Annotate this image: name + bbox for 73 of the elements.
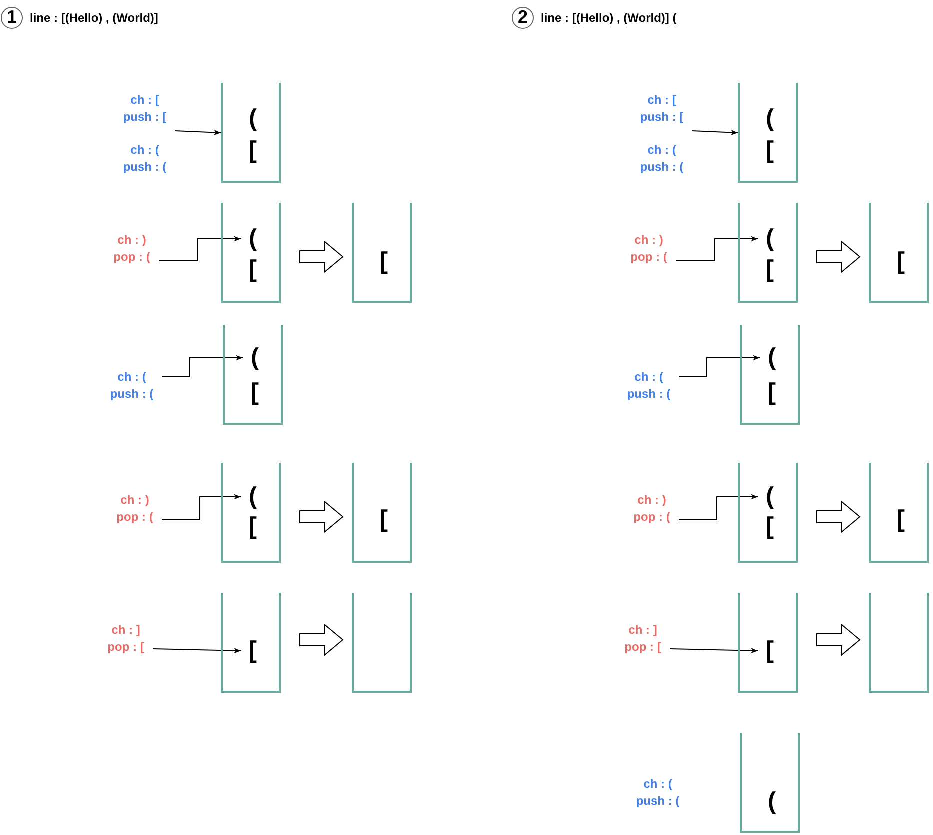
- stack-container: [352, 463, 412, 563]
- stack-item: [: [762, 381, 782, 405]
- stack-container: [869, 593, 929, 693]
- stack-item: [: [374, 250, 394, 274]
- stack-item: (: [762, 346, 782, 370]
- stack-item: [: [891, 250, 911, 274]
- stack-container: [738, 203, 798, 303]
- step-number: 1: [1, 7, 23, 29]
- step-label: ch : ) pop : (: [632, 492, 672, 526]
- stack-container: [738, 83, 798, 183]
- stack-container: [221, 83, 281, 183]
- arrow: [676, 236, 758, 262]
- block-arrow: [816, 624, 861, 656]
- panel-title: line : [(Hello) , (World)]: [30, 11, 158, 25]
- stack-container: [352, 203, 412, 303]
- stack-item: (: [243, 485, 263, 509]
- stack-item: [: [760, 639, 780, 663]
- stack-container: [869, 203, 929, 303]
- block-arrow: [300, 500, 344, 534]
- stack-item: (: [760, 227, 780, 251]
- step-label: ch : ] pop : [: [106, 622, 146, 656]
- step-label: ch : ( push : (: [635, 776, 681, 810]
- step-label: ch : ) pop : (: [112, 232, 152, 266]
- block-arrow: [816, 500, 861, 534]
- stack-container: [740, 733, 800, 833]
- stack-item: [: [374, 508, 394, 532]
- stack-item: (: [762, 790, 782, 814]
- stack-item: [: [760, 258, 780, 282]
- block-arrow: [816, 240, 861, 274]
- arrow: [162, 494, 242, 520]
- step-label: ch : ] pop : [: [624, 622, 662, 656]
- arrow: [158, 236, 242, 262]
- step-label: ch : ( push : (: [639, 142, 685, 176]
- stack-item: (: [243, 107, 263, 131]
- stack-item: [: [760, 515, 780, 539]
- arrow: [670, 648, 758, 654]
- step-label: ch : ( push : (: [109, 369, 155, 403]
- step-label: ch : [ push : [: [122, 92, 168, 126]
- stack-item: [: [243, 258, 263, 282]
- stack-item: (: [245, 346, 265, 370]
- stack-item: [: [243, 639, 263, 663]
- stack-container: [738, 593, 798, 693]
- stack-item: (: [243, 227, 263, 251]
- block-arrow: [300, 240, 344, 274]
- arrow: [162, 355, 244, 378]
- arrow: [678, 494, 758, 520]
- step-label: ch : ) pop : (: [116, 492, 154, 526]
- stack-item: [: [891, 508, 911, 532]
- stack-container: [221, 203, 281, 303]
- stack-item: [: [245, 381, 265, 405]
- step-label: ch : [ push : [: [639, 92, 685, 126]
- step-number: 2: [512, 7, 534, 29]
- arrow: [174, 130, 222, 136]
- step-label: ch : ) pop : (: [630, 232, 668, 266]
- stack-item: [: [243, 139, 263, 163]
- arrow: [678, 355, 760, 378]
- stack-item: [: [760, 139, 780, 163]
- step-label: ch : ( push : (: [122, 142, 168, 176]
- stack-container: [740, 325, 800, 425]
- stack-item: (: [760, 485, 780, 509]
- stack-container: [221, 463, 281, 563]
- stack-item: [: [243, 515, 263, 539]
- step-label: ch : ( push : (: [626, 369, 672, 403]
- stack-container: [223, 325, 283, 425]
- arrow: [152, 648, 242, 654]
- stack-item: (: [760, 107, 780, 131]
- arrow: [692, 130, 738, 136]
- panel-title: line : [(Hello) , (World)] (: [541, 11, 677, 25]
- stack-container: [869, 463, 929, 563]
- stack-container: [221, 593, 281, 693]
- stack-container: [738, 463, 798, 563]
- stack-container: [352, 593, 412, 693]
- block-arrow: [300, 624, 344, 656]
